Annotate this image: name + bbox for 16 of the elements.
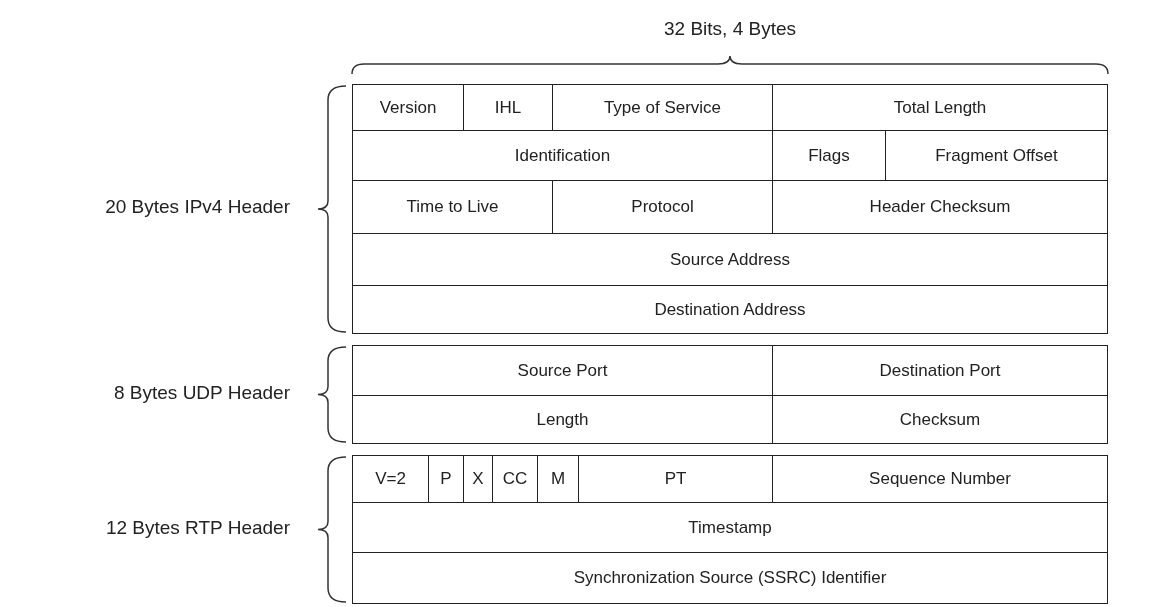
header-field-cell: Checksum (772, 395, 1108, 444)
header-field-cell: Destination Address (352, 285, 1108, 334)
header-field-cell: Sequence Number (772, 455, 1108, 503)
header-field-cell: Source Address (352, 233, 1108, 286)
header-field-cell: Version (352, 84, 464, 131)
section-label: 20 Bytes IPv4 Header (105, 196, 290, 218)
header-field-cell: Timestamp (352, 502, 1108, 553)
header-field-cell: Synchronization Source (SSRC) Identifier (352, 552, 1108, 604)
header-field-cell: Source Port (352, 345, 773, 396)
section-label: 8 Bytes UDP Header (114, 382, 290, 404)
width-label: 32 Bits, 4 Bytes (663, 18, 797, 40)
header-field-cell: Length (352, 395, 773, 444)
section-label: 12 Bytes RTP Header (105, 517, 290, 539)
header-field-cell: Total Length (772, 84, 1108, 131)
header-field-cell: V=2 (352, 455, 429, 503)
header-field-cell: Destination Port (772, 345, 1108, 396)
